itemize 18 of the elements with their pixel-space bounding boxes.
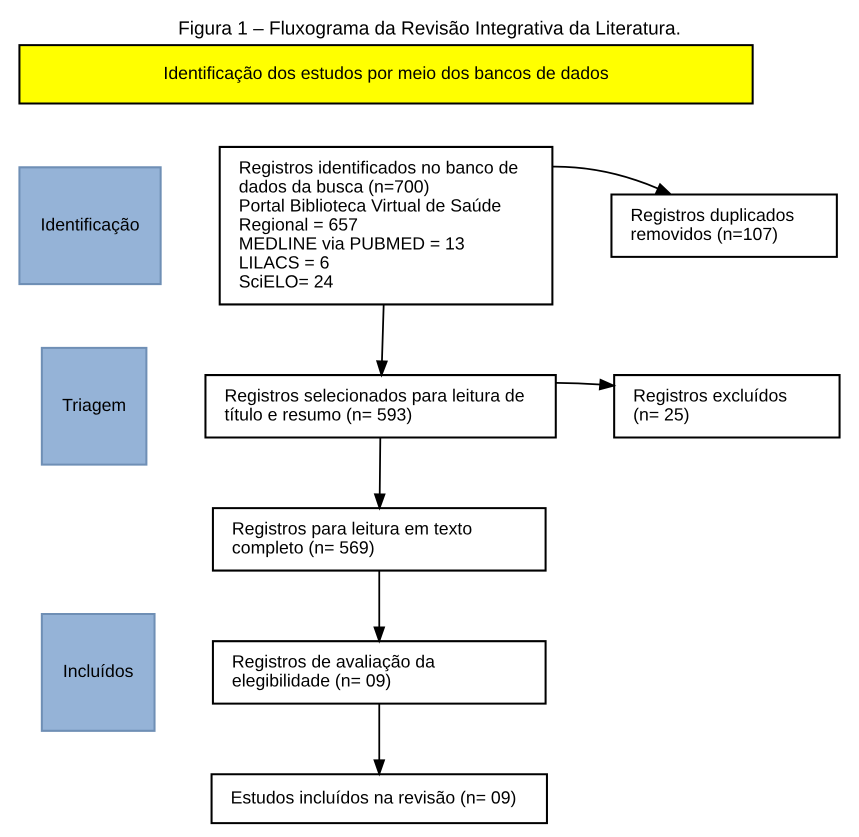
node-box: Registros excluídos (n= 25) — [613, 374, 841, 439]
arrow — [552, 166, 673, 196]
node-box: Identificação — [18, 166, 162, 286]
arrow — [376, 304, 388, 378]
node-box: Registros identificados no banco de dados da busca (n=700) Portal Biblioteca Virtual de Saúde Regional = 657 MEDLINE via PUBMED = 13 LILACS = 6 SciELO= 24 — [218, 146, 554, 306]
arrow — [556, 378, 616, 390]
node-box: Registros de avaliação da elegibilidade (n= 09) — [212, 640, 547, 705]
node-box: Registros duplicados removidos (n=107) — [610, 193, 838, 258]
arrow — [373, 570, 386, 644]
node-box: Registros para leitura em texto completo (n= 569) — [212, 507, 547, 572]
node-box: Registros selecionados para leitura de título e resumo (n= 593) — [204, 374, 557, 439]
arrow — [374, 438, 386, 511]
arrow — [373, 704, 386, 777]
node-box: Incluídos — [40, 613, 156, 732]
diagram-title: Figura 1 – Fluxograma da Revisão Integrativa da Literatura. — [178, 18, 681, 40]
node-box: Triagem — [40, 346, 148, 466]
node-box: Identificação dos estudos por meio dos bancos de dados — [18, 44, 754, 104]
node-box: Estudos incluídos na revisão (n= 09) — [210, 773, 548, 824]
